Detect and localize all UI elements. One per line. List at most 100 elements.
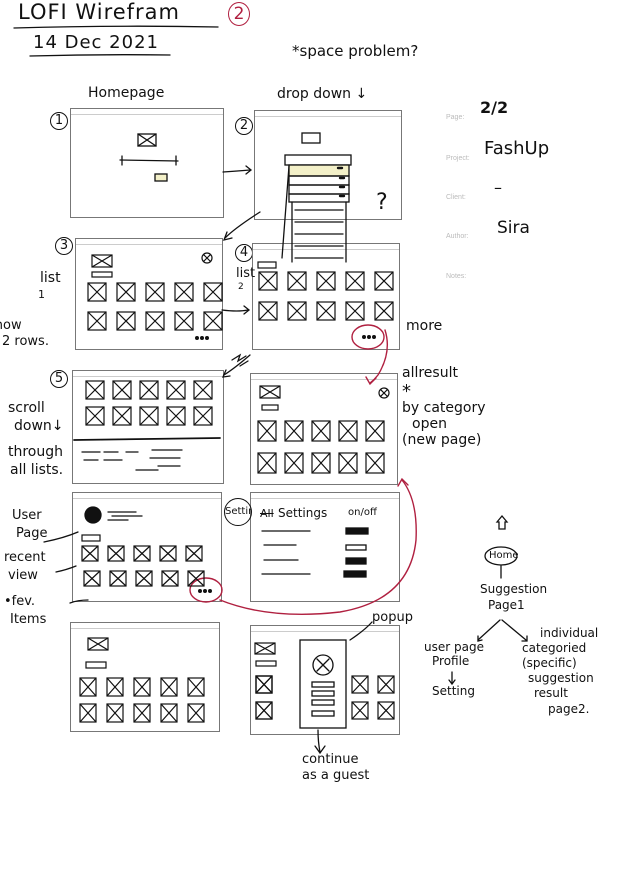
product-box <box>139 380 159 400</box>
product-box <box>83 570 101 587</box>
product-box <box>351 701 369 720</box>
project-value: FashUp <box>484 138 550 159</box>
product-box-cross <box>133 677 151 697</box>
product-box <box>311 420 331 442</box>
product-box <box>203 282 223 302</box>
product-box <box>116 311 136 331</box>
settings-struck-word: All <box>260 507 274 520</box>
product-box-cross <box>145 311 165 331</box>
project-label: Project: <box>446 155 470 162</box>
product-box <box>133 545 151 562</box>
product-box <box>81 545 99 562</box>
fev-items-label-b: Items <box>10 612 47 627</box>
product-box <box>338 452 358 474</box>
banner-box <box>91 254 113 268</box>
product-box <box>284 420 304 442</box>
label-box <box>261 404 279 411</box>
product-box-cross <box>166 406 186 426</box>
product-box <box>345 271 365 291</box>
product-box-cross <box>139 406 159 426</box>
product-box <box>287 271 307 291</box>
product-box-cross <box>365 420 385 442</box>
product-box <box>135 570 153 587</box>
product-box-cross <box>135 570 153 587</box>
page-label: Page: <box>446 114 465 121</box>
product-box <box>365 452 385 474</box>
sitemap-individual-c: (specific) <box>522 656 577 670</box>
sitemap-suggestion-a: Suggestion <box>480 582 548 596</box>
product-box-cross <box>203 282 223 302</box>
product-box <box>287 301 307 321</box>
popup-content <box>299 621 373 755</box>
product-box-cross <box>345 301 365 321</box>
product-box-cross <box>187 703 205 723</box>
recent-view-box <box>81 534 101 542</box>
product-box-cross <box>193 406 213 426</box>
product-box-cross <box>85 406 105 426</box>
close-icon <box>378 387 390 399</box>
more-dots <box>200 336 205 341</box>
product-box <box>112 406 132 426</box>
product-box <box>185 545 203 562</box>
allresult-label: allresult <box>402 365 458 381</box>
product-box-cross <box>203 311 223 331</box>
label-box <box>255 660 277 667</box>
product-box-cross <box>351 701 369 720</box>
fev-items-label-a: •fev. <box>4 594 36 609</box>
product-box <box>187 703 205 723</box>
sitemap-drawing <box>448 514 528 686</box>
by-category-label: by category <box>402 400 486 416</box>
author-value: Sira <box>497 218 530 238</box>
label-box <box>257 261 277 269</box>
product-box-cross <box>83 570 101 587</box>
product-box-cross <box>166 380 186 400</box>
product-box <box>338 420 358 442</box>
more-dots <box>195 336 200 341</box>
close-icon-cross <box>203 254 211 262</box>
product-box <box>87 311 107 331</box>
product-box <box>159 545 177 562</box>
product-box <box>85 380 105 400</box>
product-box-cross <box>87 311 107 331</box>
open-label: open <box>412 416 447 432</box>
user-page-label-a: User <box>12 508 42 523</box>
sitemap-individual-a: individual <box>540 626 599 640</box>
list2-label: list <box>236 266 256 281</box>
product-box <box>258 301 278 321</box>
product-box-cross <box>139 380 159 400</box>
continue-guest-label-a: continue <box>302 752 359 767</box>
recent-view-label-b: view <box>8 568 38 583</box>
product-box-cross <box>284 452 304 474</box>
more-dots <box>372 335 377 340</box>
product-box-cross <box>159 545 177 562</box>
product-box <box>112 380 132 400</box>
column-label-homepage: Homepage <box>88 85 165 101</box>
product-box-cross <box>255 675 273 694</box>
label-box <box>91 271 113 278</box>
product-box <box>374 271 394 291</box>
product-box-cross <box>87 282 107 302</box>
sitemap-individual-e: result <box>534 686 568 700</box>
product-box-cross <box>107 545 125 562</box>
question-mark: ? <box>376 190 388 215</box>
product-box <box>116 282 136 302</box>
product-box <box>133 677 151 697</box>
product-box <box>107 545 125 562</box>
product-box-cross <box>116 311 136 331</box>
product-box-cross <box>161 570 179 587</box>
on-off-label: on/off <box>348 507 377 518</box>
product-box-cross <box>185 545 203 562</box>
product-box-cross <box>316 301 336 321</box>
wireframe-list2 <box>252 243 400 350</box>
product-box <box>311 452 331 474</box>
author-label: Author: <box>446 233 469 240</box>
product-box-cross <box>311 452 331 474</box>
step-number-2: 2 <box>235 117 253 135</box>
product-box <box>87 282 107 302</box>
more-dots <box>203 588 208 593</box>
sitemap-individual-b: categoried <box>522 641 587 655</box>
sitemap-user-b: Profile <box>432 654 470 668</box>
product-box <box>258 271 278 291</box>
product-box-cross <box>316 271 336 291</box>
banner-box <box>87 637 109 651</box>
